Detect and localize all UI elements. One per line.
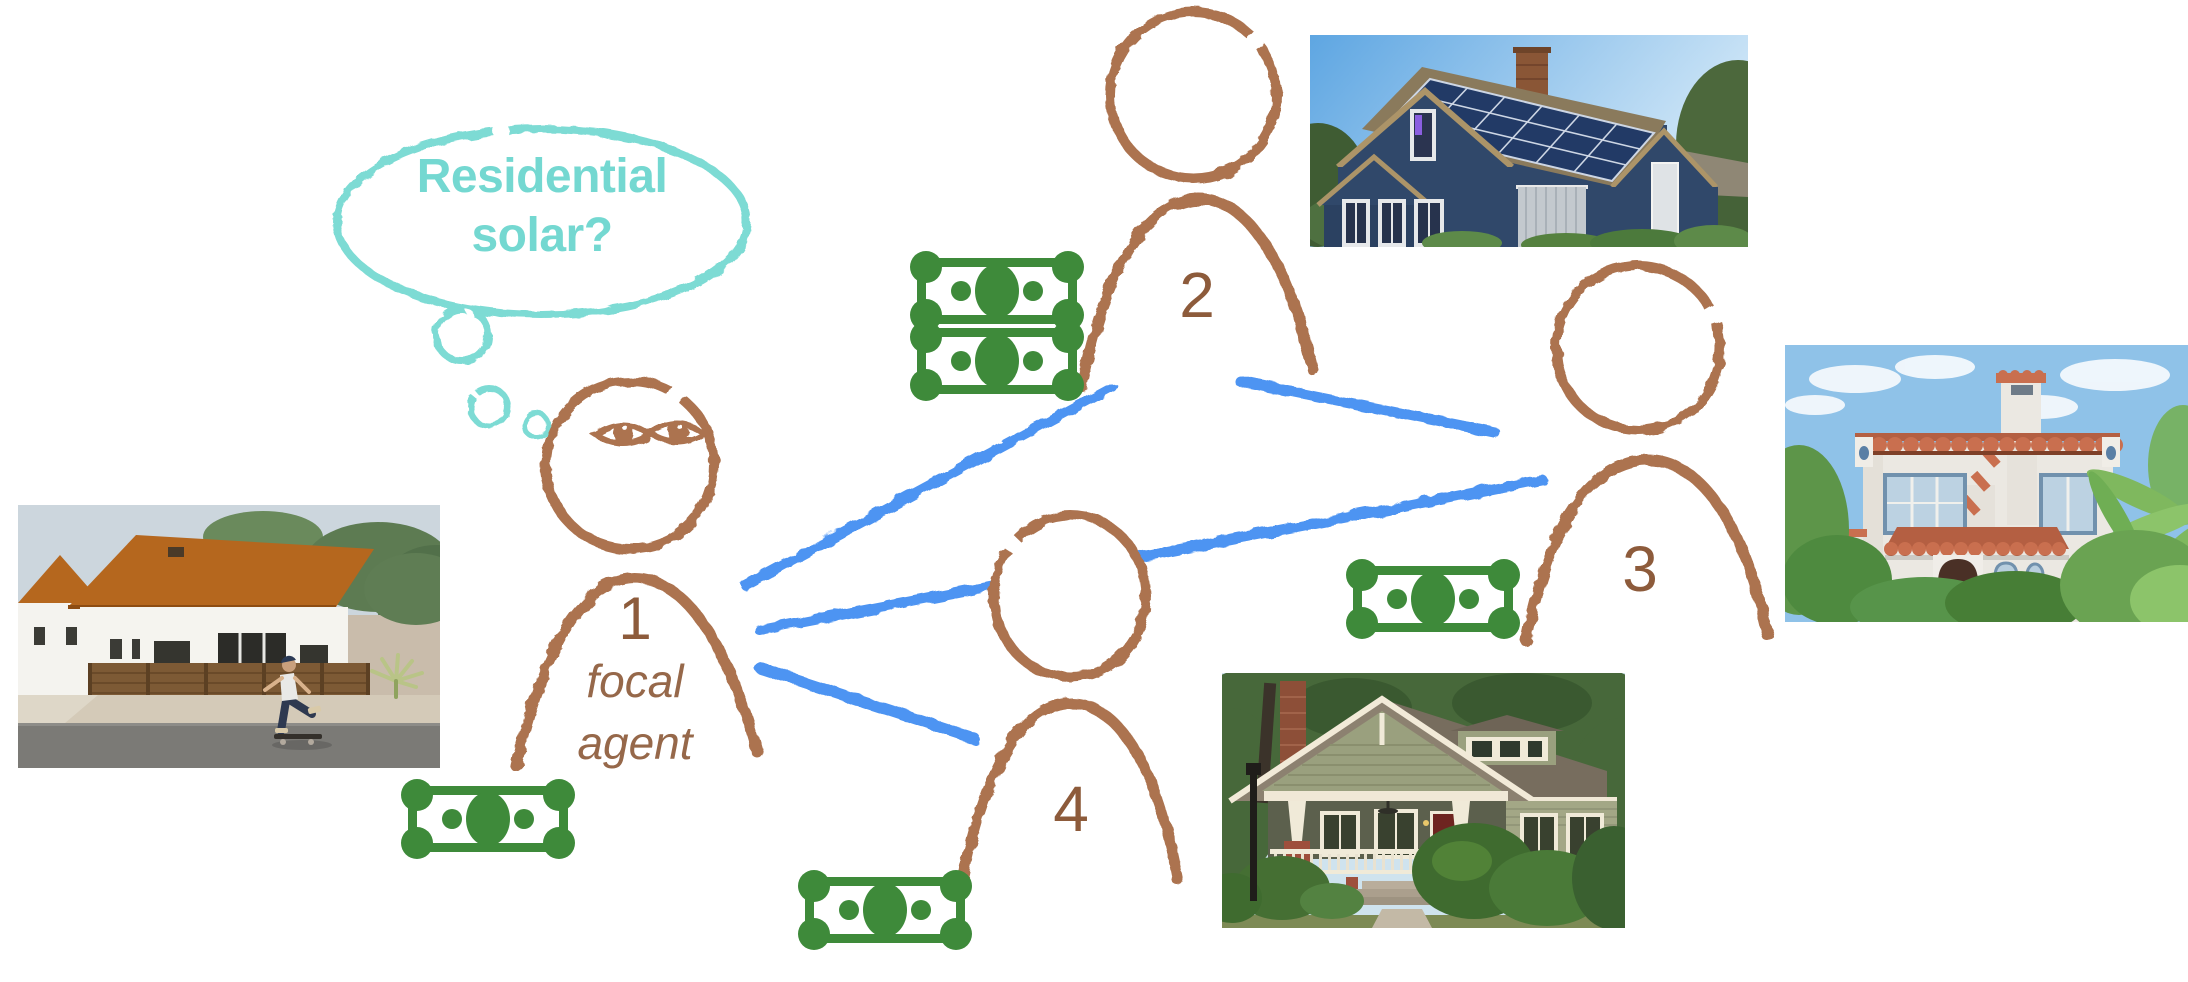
- edge-agent1-agent4: [754, 662, 980, 744]
- money-bill-agent4: [798, 870, 972, 950]
- agent-2-label: 2: [1179, 259, 1215, 331]
- edge-agent1-agent2: [740, 381, 1118, 591]
- edge-agent2-agent3: [1234, 375, 1500, 438]
- thought-bubble-icon: [333, 125, 751, 440]
- agent-2-figure: [1076, 7, 1319, 392]
- thought-bubble-text: Residential solar?: [416, 150, 668, 262]
- money-bill-agent3: [1346, 559, 1520, 639]
- garden-greenery: [1785, 405, 2188, 622]
- agent-4-label: 4: [1053, 773, 1089, 845]
- agent-1-label: 1: [618, 585, 652, 652]
- agent-1-body: [510, 572, 763, 772]
- agent-3-label: 3: [1622, 533, 1658, 605]
- photo-agent2-house: [1310, 35, 1748, 247]
- agent-1-figure: [510, 376, 763, 772]
- agent-3-body: [1520, 454, 1774, 647]
- agent-figures: [510, 7, 1774, 890]
- photo-agent3-house: [1785, 345, 2188, 622]
- money-bill-agent2-top: [910, 251, 1084, 331]
- money-bill-agent1: [401, 779, 575, 859]
- agent-2-body: [1076, 193, 1319, 392]
- palm-plant: [370, 653, 424, 699]
- network-edges: [740, 375, 1548, 744]
- agent-1-head: [541, 376, 719, 554]
- agent-4-body: [956, 697, 1184, 890]
- agent-3-figure: [1520, 261, 1774, 647]
- agent-1-sublabel: focal agent: [577, 655, 693, 770]
- agent-2-head: [1105, 7, 1281, 183]
- watching-eyes-icon: [590, 420, 710, 447]
- photo-agent1-house: [18, 505, 440, 768]
- tile-roof-row: [1855, 437, 2123, 453]
- agent-3-head: [1551, 261, 1725, 435]
- edge-agent1-agent3: [754, 474, 1548, 636]
- photo-agent4-house: [1222, 673, 1625, 928]
- agent-4-figure: [956, 510, 1184, 890]
- agent-4-head: [989, 510, 1151, 682]
- front-shrubs: [1222, 823, 1625, 928]
- money-bill-agent2-bottom: [910, 321, 1084, 401]
- skateboarder: [263, 655, 332, 750]
